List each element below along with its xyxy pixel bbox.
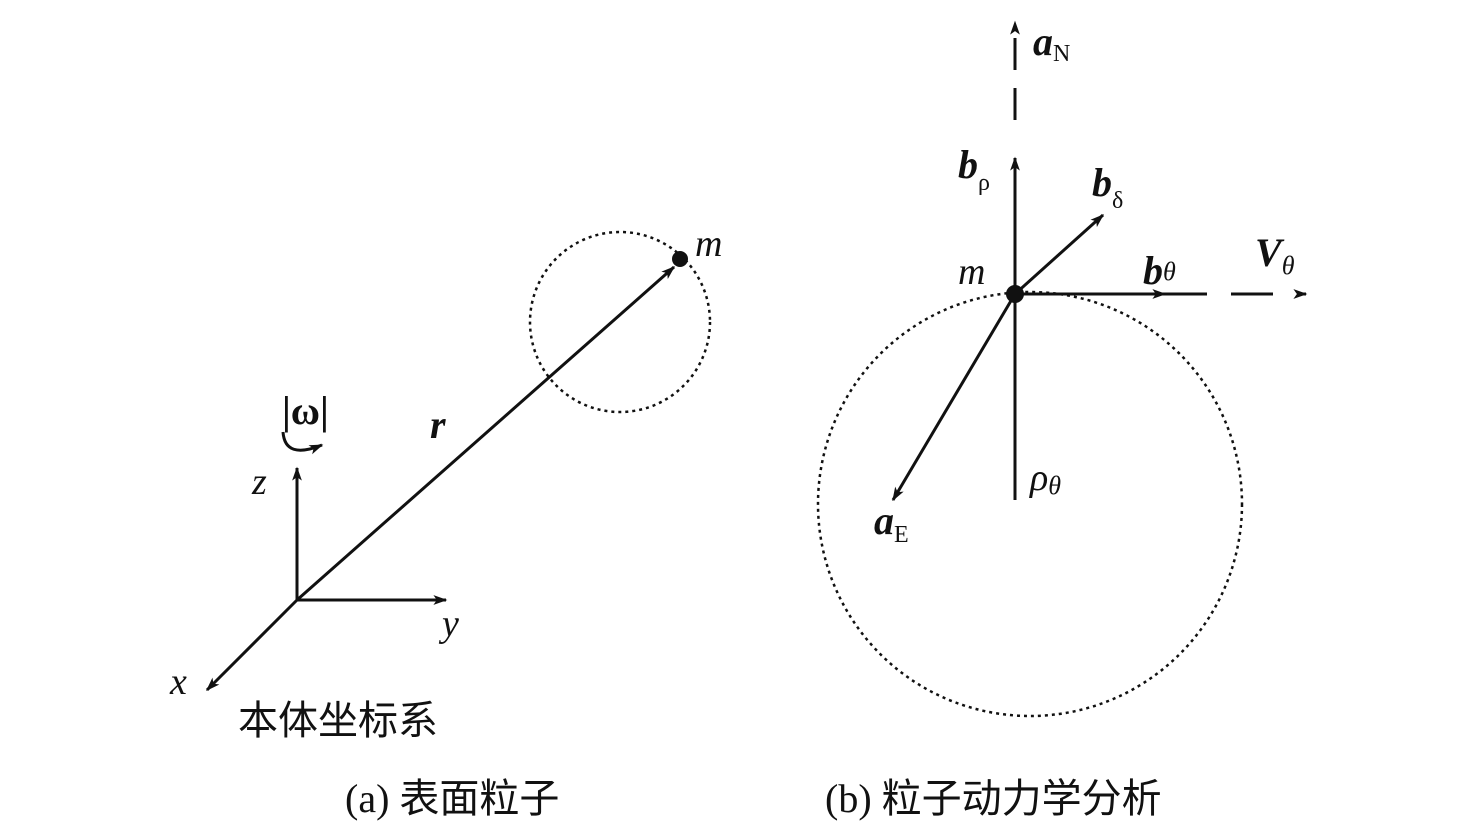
caption-b: (b) 粒子动力学分析: [825, 776, 1162, 821]
b-theta-label: bθ: [1143, 248, 1176, 293]
x-label: x: [169, 661, 187, 703]
panel-a-graphics: [205, 230, 712, 692]
a-e-vector: [891, 293, 1017, 502]
v-theta-label: Vθ: [1255, 230, 1295, 280]
b-rho-label: bρ: [958, 142, 990, 196]
r-vector: [296, 265, 676, 602]
rho-theta-label: ρθ: [1029, 457, 1061, 500]
panel-b-graphics: [816, 20, 1308, 718]
m-label-b: m: [958, 251, 985, 293]
m-label-a: m: [695, 223, 722, 265]
b-delta-label: bδ: [1092, 160, 1123, 214]
particle-dot-b: [1006, 285, 1024, 303]
a-e-label: aE: [874, 498, 909, 548]
particle-dot-a: [672, 251, 688, 267]
x-axis: [205, 598, 299, 692]
b-delta-vector: [1013, 213, 1105, 296]
frame-label: 本体坐标系: [238, 698, 438, 743]
rotation-arrow-icon: [281, 431, 324, 455]
y-label: y: [438, 603, 459, 645]
r-label: r: [430, 402, 446, 447]
z-label: z: [251, 461, 267, 503]
a-n-label: aN: [1033, 19, 1070, 67]
caption-a: (a) 表面粒子: [345, 776, 559, 821]
omega-label: |ω|: [282, 388, 329, 433]
particle-orbit-circle: [528, 230, 712, 414]
large-orbit-circle: [816, 290, 1244, 718]
